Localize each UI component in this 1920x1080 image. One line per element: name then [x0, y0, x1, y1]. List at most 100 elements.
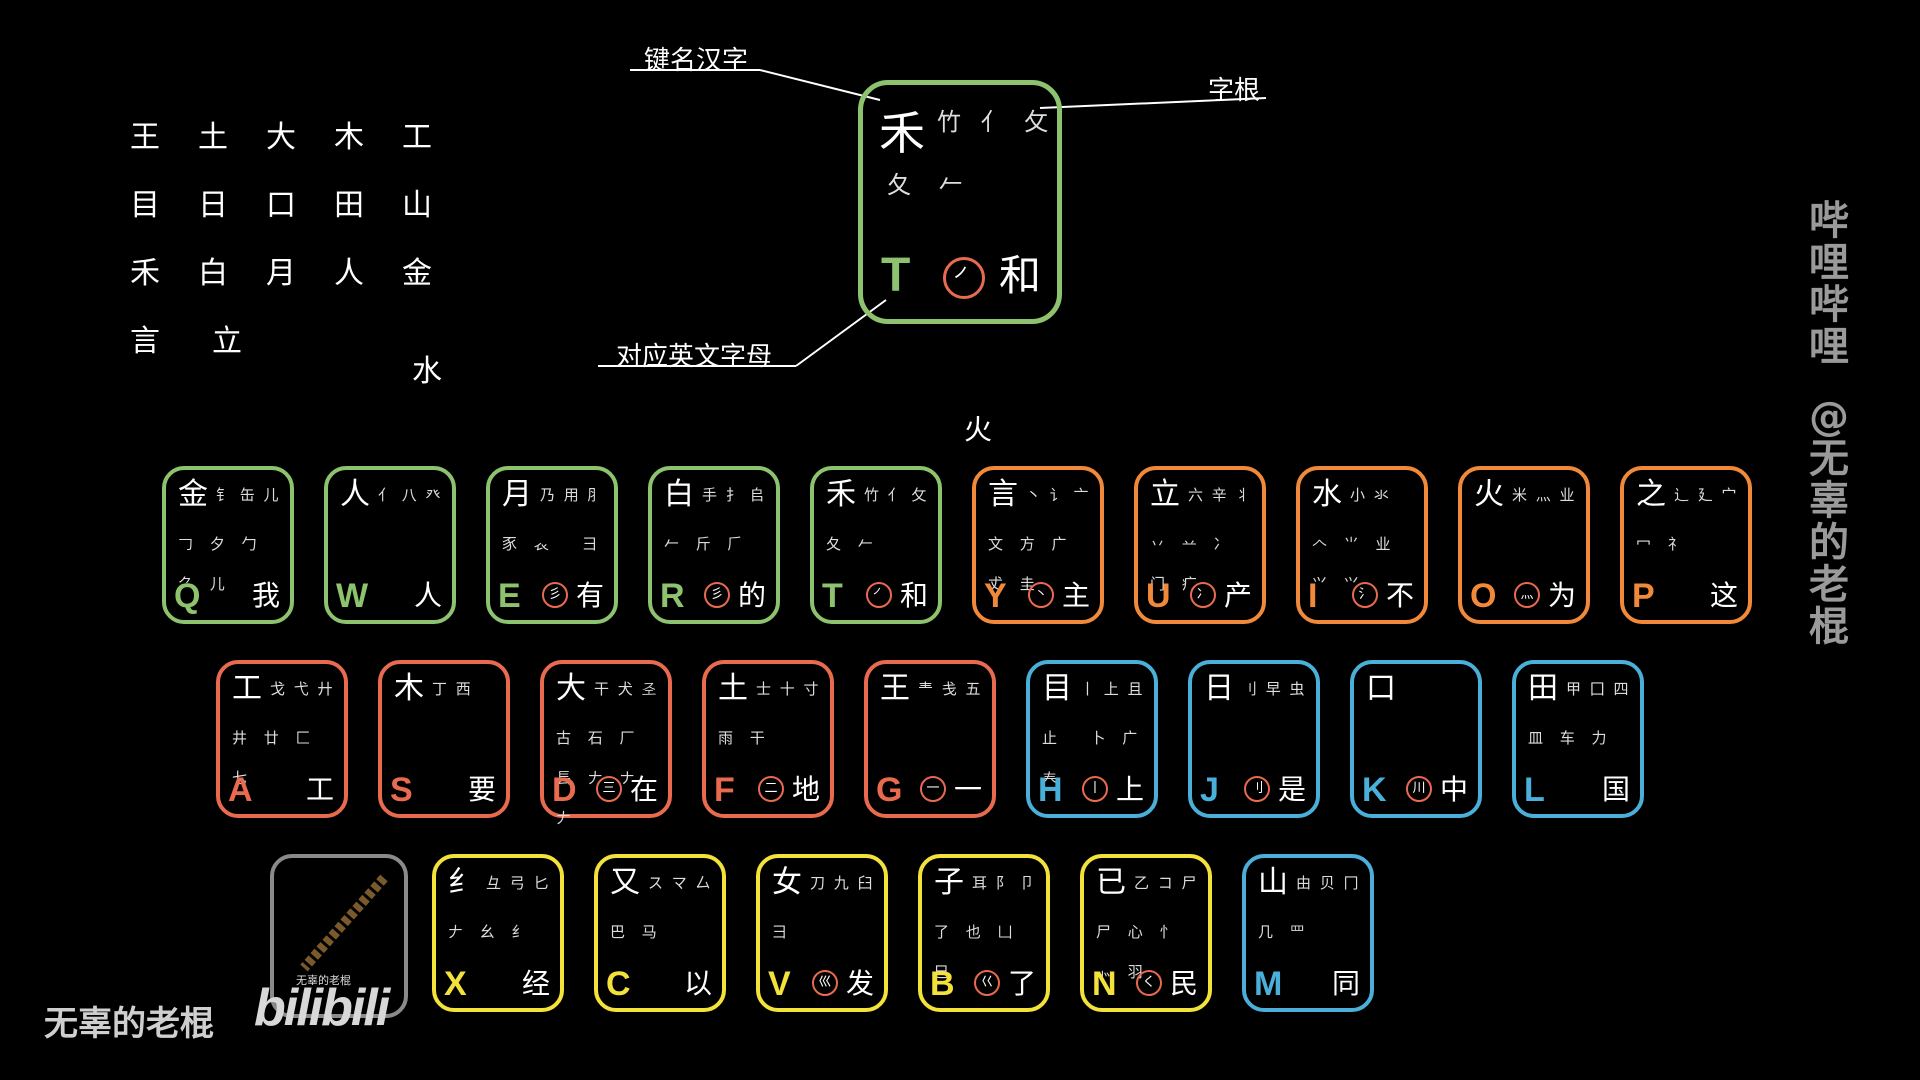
key-subs: 乙 コ 尸	[1134, 874, 1210, 892]
key-word: 以	[684, 962, 712, 1002]
key-letter: C	[606, 965, 631, 1004]
key-subs2: 冖 礻	[1636, 524, 1746, 564]
key-word: 要	[468, 768, 496, 808]
radical-cell: 山	[402, 180, 432, 224]
key-i[interactable]: 水小 氺 𡭔𠆢 ⺌ 业 ⺍ 𭕄I氵不	[1296, 466, 1428, 624]
radical-cell: 土	[198, 112, 228, 156]
key-subs: 丶 讠 亠	[1026, 486, 1102, 504]
key-h[interactable]: 目丨 上 且止 𤓰 卜 广 𡗗H丨上	[1026, 660, 1158, 818]
key-root: 女	[772, 866, 802, 900]
key-letter: R	[660, 577, 685, 616]
key-v[interactable]: 女刀 九 臼彐V巛发	[756, 854, 888, 1012]
key-word: 人	[414, 574, 442, 614]
key-e[interactable]: 月乃 用 ⺼豕 𧘇 𠂋 ⺕E彡有	[486, 466, 618, 624]
radical-cell: 月	[266, 248, 296, 292]
key-o[interactable]: 火米 灬 业O灬为	[1458, 466, 1590, 624]
radical-cell: 禾	[130, 248, 160, 292]
radical-cell: 人	[334, 248, 364, 292]
key-k[interactable]: 口K川中	[1350, 660, 1482, 818]
key-w[interactable]: 人亻 八 癶W人	[324, 466, 456, 624]
key-letter: D	[552, 771, 577, 810]
key-root: 土	[718, 672, 748, 706]
key-subs: 六 辛 丬	[1188, 486, 1264, 504]
key-letter: G	[876, 771, 902, 810]
key-root: 山	[1258, 866, 1288, 900]
key-b[interactable]: 子耳 阝 卩了 也 凵 巳B巜了	[918, 854, 1050, 1012]
key-t[interactable]: 禾竹 亻 攵夂 𠂉T㇒和	[810, 466, 942, 624]
key-s[interactable]: 木丁 西S要	[378, 660, 510, 818]
key-j[interactable]: 日刂 早 虫J刂是	[1188, 660, 1320, 818]
bilibili-logo: bilibili	[254, 978, 388, 1038]
key-r[interactable]: 白手 扌 𠂤𠂉 斤 𠂆R彡的	[648, 466, 780, 624]
key-word: 同	[1332, 962, 1360, 1002]
key-stroke: ㇒	[866, 582, 892, 608]
key-subs: 亻 八 癶	[378, 486, 454, 504]
key-root: 王	[880, 672, 910, 706]
key-p[interactable]: 之辶 廴 宀冖 礻P这	[1620, 466, 1752, 624]
key-root: 又	[610, 866, 640, 900]
radical-cell: 大	[266, 112, 296, 156]
key-stroke: 巛	[812, 970, 838, 996]
key-l[interactable]: 田甲 囗 四皿 车 力L国	[1512, 660, 1644, 818]
key-letter: O	[1470, 577, 1496, 616]
key-subs: 甲 囗 四	[1566, 680, 1642, 698]
key-word: 产	[1224, 574, 1252, 614]
key-word: 为	[1548, 574, 1576, 614]
key-d[interactable]: 大干 犬 𢀖古 石 厂 镸 𠂇 ナ 𠂇D三在	[540, 660, 672, 818]
key-subs: 龶 戋 五	[918, 680, 994, 698]
key-subs2: 𠂇 幺 纟	[448, 912, 558, 952]
key-letter: K	[1362, 771, 1387, 810]
key-root: 日	[1204, 672, 1234, 706]
key-root: 火	[1474, 478, 1504, 512]
key-root: 立	[1150, 478, 1180, 512]
key-word: 发	[846, 962, 874, 1002]
example-key-subs2: 夂 𠂉	[887, 165, 1047, 200]
annotation-letter: 对应英文字母	[616, 336, 772, 373]
key-stroke: く	[1136, 970, 1162, 996]
key-root: 工	[232, 672, 262, 706]
watermark-right: 哔哩哔哩@无辜的老棍	[1806, 200, 1852, 648]
key-stroke: 刂	[1244, 776, 1270, 802]
key-letter: W	[336, 577, 368, 616]
key-root: 大	[556, 672, 586, 706]
key-letter: S	[390, 771, 413, 810]
key-subs: 刀 九 臼	[810, 874, 886, 892]
key-root: 月	[502, 478, 532, 512]
key-subs: 钅 缶 儿	[216, 486, 292, 504]
key-a[interactable]: 工戈 弋 廾井 廿 匚 七A工	[216, 660, 348, 818]
key-stroke: 二	[758, 776, 784, 802]
key-stroke: 丶	[1028, 582, 1054, 608]
key-subs: 由 贝 冂	[1296, 874, 1372, 892]
key-root: 木	[394, 672, 424, 706]
key-subs: ス マ 厶	[648, 874, 724, 892]
key-root: 子	[934, 866, 964, 900]
key-subs2: 豕 𧘇 𠂋 ⺕	[502, 524, 612, 564]
watermark-char: 哩	[1806, 326, 1852, 368]
example-key-word: 和	[999, 242, 1041, 303]
key-m[interactable]: 山由 贝 冂几 罒M同	[1242, 854, 1374, 1012]
key-g[interactable]: 王龶 戋 五G一一	[864, 660, 996, 818]
key-word: 这	[1710, 574, 1738, 614]
key-subs: 士 十 寸	[756, 680, 832, 698]
radical-cell: 水	[412, 346, 442, 390]
key-word: 上	[1116, 768, 1144, 808]
key-n[interactable]: 已乙 コ 尸尸 心 忄 ⺗ 羽Nく民	[1080, 854, 1212, 1012]
key-subs: 手 扌 𠂤	[702, 486, 778, 504]
key-f[interactable]: 土士 十 寸雨 干F二地	[702, 660, 834, 818]
example-key: 禾 竹 亻 攵 夂 𠂉 T ㇒ 和	[858, 80, 1062, 324]
key-x[interactable]: 纟彑 弓 匕𠂇 幺 纟X经	[432, 854, 564, 1012]
key-word: 主	[1062, 574, 1090, 614]
watermark-char: 哔	[1806, 200, 1852, 242]
key-word: 民	[1170, 962, 1198, 1002]
key-letter: E	[498, 577, 521, 616]
key-y[interactable]: 言丶 讠 亠文 方 广 𠀋 圭Y丶主	[972, 466, 1104, 624]
key-q[interactable]: 金钅 缶 儿𠃌 夕 勹 ⺈ 儿Q我	[162, 466, 294, 624]
key-subs: 小 氺 𡭔	[1350, 486, 1426, 504]
key-letter: H	[1038, 771, 1063, 810]
key-c[interactable]: 又ス マ 厶巴 马C以	[594, 854, 726, 1012]
radical-cell: 日	[198, 180, 228, 224]
key-root: 已	[1096, 866, 1126, 900]
watermark-char: @	[1806, 396, 1852, 438]
key-stroke: 三	[596, 776, 622, 802]
key-u[interactable]: 立六 辛 丬丷 䒑 冫 门 疒U冫产	[1134, 466, 1266, 624]
